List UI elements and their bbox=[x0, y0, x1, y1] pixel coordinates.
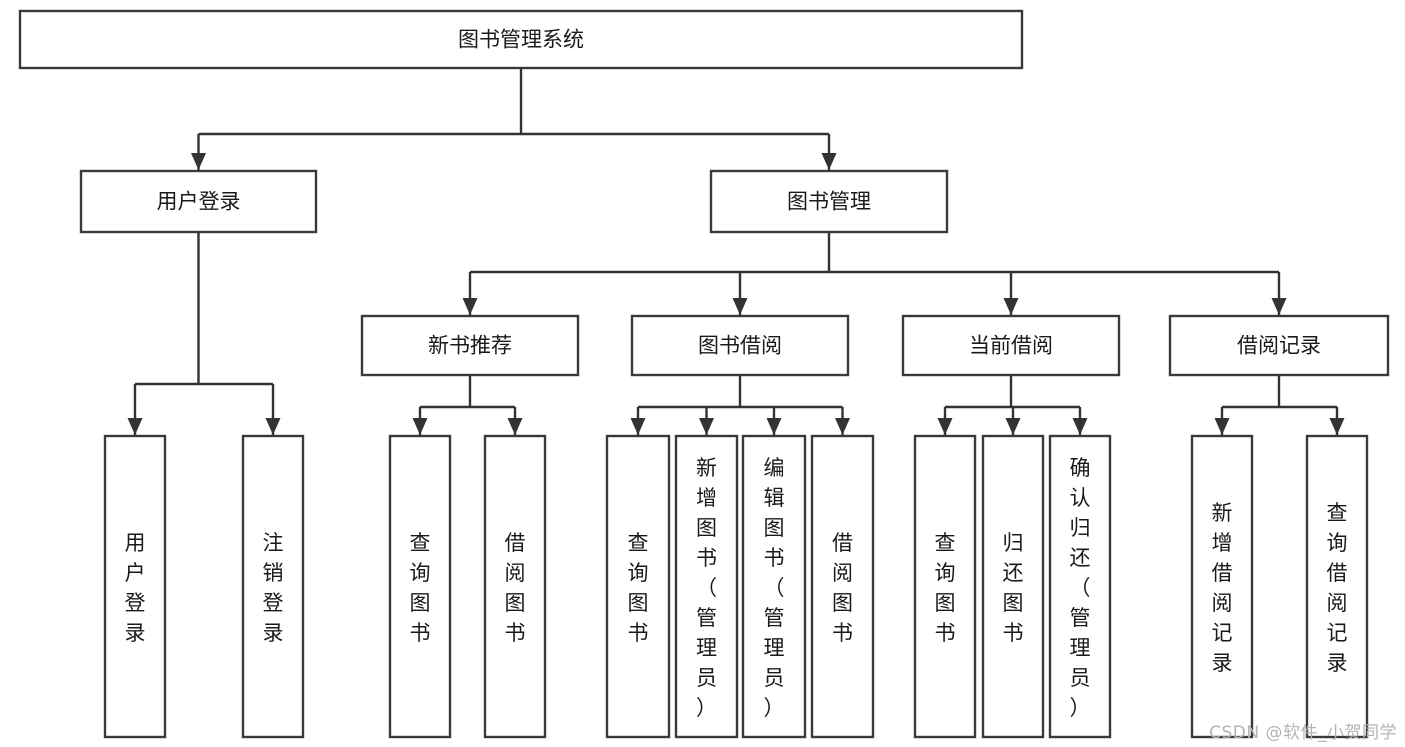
leaf-node-leaf-user-login[interactable]: 用户登录 bbox=[103, 434, 167, 739]
leaf-node-leaf-user-login-box[interactable] bbox=[103, 434, 167, 739]
arrow-head-icon bbox=[1214, 418, 1230, 435]
leaf-node-leaf-add-book-box[interactable] bbox=[674, 434, 739, 739]
leaf-node-leaf-query-book-2-box[interactable] bbox=[605, 434, 671, 739]
node-user-login[interactable]: 用户登录 bbox=[79, 169, 318, 234]
arrow-head-icon bbox=[732, 298, 748, 315]
connector-layer bbox=[127, 68, 1345, 435]
node-new-book-recommend[interactable]: 新书推荐 bbox=[360, 314, 580, 377]
leaf-node-leaf-borrow-book-2-label: 借阅图书 bbox=[832, 531, 853, 645]
leaf-node-leaf-query-book-3-box[interactable] bbox=[913, 434, 977, 739]
leaf-node-leaf-query-book-3[interactable]: 查询图书 bbox=[913, 434, 977, 739]
arrow-head-icon bbox=[821, 153, 837, 170]
arrow-head-icon bbox=[937, 418, 953, 435]
leaf-node-leaf-return-book-box[interactable] bbox=[981, 434, 1045, 739]
node-book-borrow[interactable]: 图书借阅 bbox=[630, 314, 850, 377]
node-borrow-record-label: 借阅记录 bbox=[1237, 334, 1321, 358]
leaf-node-leaf-logout-login-box[interactable] bbox=[241, 434, 305, 739]
leaf-node-leaf-user-login-label: 用户登录 bbox=[125, 531, 146, 645]
leaf-node-leaf-query-book-2[interactable]: 查询图书 bbox=[605, 434, 671, 739]
leaf-node-leaf-query-book-1-label: 查询图书 bbox=[410, 531, 431, 645]
leaf-node-leaf-confirm-return-box[interactable] bbox=[1048, 434, 1112, 739]
leaf-node-leaf-query-borrow-record-box[interactable] bbox=[1305, 434, 1369, 739]
leaf-node-leaf-confirm-return[interactable]: 确认归还（管理员） bbox=[1048, 434, 1112, 739]
node-current-borrow-label: 当前借阅 bbox=[969, 334, 1053, 358]
node-book-management-label: 图书管理 bbox=[787, 190, 871, 214]
leaf-node-leaf-edit-book[interactable]: 编辑图书（管理员） bbox=[741, 434, 807, 739]
arrow-head-icon bbox=[1271, 298, 1287, 315]
arrow-head-icon bbox=[766, 418, 782, 435]
leaf-node-leaf-return-book[interactable]: 归还图书 bbox=[981, 434, 1045, 739]
leaf-node-leaf-borrow-book-1-box[interactable] bbox=[483, 434, 547, 739]
arrow-head-icon bbox=[191, 153, 206, 170]
leaf-node-leaf-add-borrow-record[interactable]: 新增借阅记录 bbox=[1190, 434, 1254, 739]
arrow-head-icon bbox=[1072, 418, 1088, 435]
leaf-node-leaf-add-book-label: 新增图书（管理员） bbox=[696, 456, 717, 720]
leaf-node-leaf-add-borrow-record-label: 新增借阅记录 bbox=[1212, 501, 1233, 675]
leaf-node-leaf-query-book-2-label: 查询图书 bbox=[628, 531, 649, 645]
leaf-node-leaf-edit-book-label: 编辑图书（管理员） bbox=[764, 456, 785, 720]
arrow-head-icon bbox=[507, 418, 523, 435]
leaf-node-leaf-query-borrow-record-label: 查询借阅记录 bbox=[1327, 501, 1348, 675]
leaf-node-leaf-logout-login-label: 注销登录 bbox=[263, 531, 284, 645]
arrow-head-icon bbox=[630, 418, 646, 435]
root-node-book-management-system-label: 图书管理系统 bbox=[458, 28, 584, 52]
node-borrow-record-box[interactable] bbox=[1168, 314, 1390, 377]
arrow-head-icon bbox=[835, 418, 850, 435]
node-new-book-recommend-label: 新书推荐 bbox=[428, 334, 512, 358]
node-book-borrow-box[interactable] bbox=[630, 314, 850, 377]
leaf-node-leaf-query-book-1[interactable]: 查询图书 bbox=[388, 434, 452, 739]
csdn-watermark: CSDN @软件_小贺同学 bbox=[1209, 723, 1397, 743]
leaf-node-leaf-query-book-1-box[interactable] bbox=[388, 434, 452, 739]
arrow-head-icon bbox=[699, 418, 714, 435]
leaf-node-leaf-query-book-3-label: 查询图书 bbox=[935, 531, 956, 645]
node-book-management-box[interactable] bbox=[709, 169, 949, 234]
leaf-node-leaf-logout-login[interactable]: 注销登录 bbox=[241, 434, 305, 739]
node-new-book-recommend-box[interactable] bbox=[360, 314, 580, 377]
node-current-borrow-box[interactable] bbox=[901, 314, 1121, 377]
root-node-book-management-system[interactable]: 图书管理系统 bbox=[18, 9, 1024, 70]
leaf-node-leaf-borrow-book-1[interactable]: 借阅图书 bbox=[483, 434, 547, 739]
leaf-node-leaf-add-borrow-record-box[interactable] bbox=[1190, 434, 1254, 739]
arrow-head-icon bbox=[1005, 418, 1021, 435]
leaf-node-leaf-borrow-book-1-label: 借阅图书 bbox=[505, 531, 526, 645]
arrow-head-icon bbox=[265, 418, 281, 435]
leaf-node-leaf-query-borrow-record[interactable]: 查询借阅记录 bbox=[1305, 434, 1369, 739]
root-node-book-management-system-box[interactable] bbox=[18, 9, 1024, 70]
leaf-node-leaf-confirm-return-label: 确认归还（管理员） bbox=[1070, 456, 1091, 720]
arrow-head-icon bbox=[1329, 418, 1345, 435]
node-user-login-box[interactable] bbox=[79, 169, 318, 234]
node-user-login-label: 用户登录 bbox=[157, 190, 241, 214]
leaf-node-leaf-return-book-label: 归还图书 bbox=[1003, 531, 1024, 645]
node-book-management[interactable]: 图书管理 bbox=[709, 169, 949, 234]
arrow-head-icon bbox=[462, 298, 478, 315]
node-layer: 图书管理系统用户登录图书管理新书推荐图书借阅当前借阅借阅记录用户登录注销登录查询… bbox=[18, 9, 1390, 739]
node-current-borrow[interactable]: 当前借阅 bbox=[901, 314, 1121, 377]
leaf-node-leaf-add-book[interactable]: 新增图书（管理员） bbox=[674, 434, 739, 739]
node-borrow-record[interactable]: 借阅记录 bbox=[1168, 314, 1390, 377]
arrow-head-icon bbox=[127, 418, 143, 435]
arrow-head-icon bbox=[412, 418, 428, 435]
arrow-head-icon bbox=[1003, 298, 1019, 315]
leaf-node-leaf-borrow-book-2-box[interactable] bbox=[810, 434, 875, 739]
node-book-borrow-label: 图书借阅 bbox=[698, 334, 782, 358]
leaf-node-leaf-borrow-book-2[interactable]: 借阅图书 bbox=[810, 434, 875, 739]
leaf-node-leaf-edit-book-box[interactable] bbox=[741, 434, 807, 739]
